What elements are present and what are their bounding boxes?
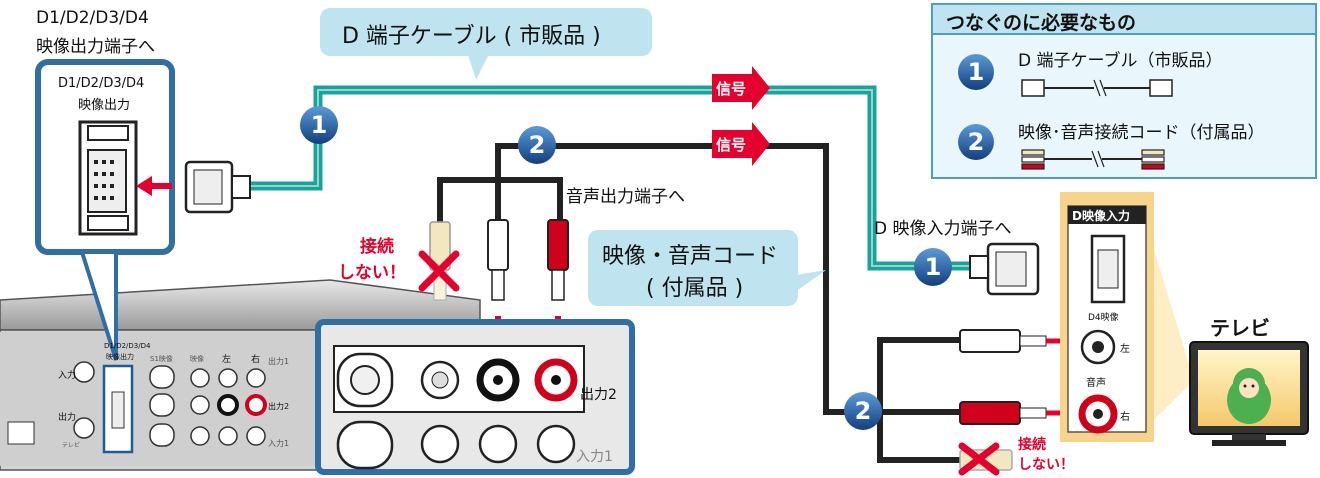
callout-tail <box>466 48 492 80</box>
rec-right: 右 <box>251 355 261 365</box>
tv-panel-audio-label: 音声 <box>1086 378 1106 389</box>
callout-tail-2 <box>790 270 826 290</box>
recorder <box>0 279 481 471</box>
step-1-badge: 1 <box>300 106 338 144</box>
recorder-port-label-2: 映像出力端子へ <box>36 37 155 57</box>
recorder-inset <box>35 59 175 361</box>
rec-output2: 出力2 <box>268 402 290 411</box>
needed-item-2-num: 2 <box>967 128 985 156</box>
needed-item-1-num: 1 <box>967 58 985 86</box>
tv-panel-header: D映像入力 <box>1072 209 1130 223</box>
tv-panel-d4-label: D4映像 <box>1088 313 1119 323</box>
needed-box-drawings <box>931 3 1317 179</box>
no-connect-label-tv-2: しない！ <box>1018 457 1074 473</box>
av-cord-callout-line1: 映像・音声コード <box>602 244 779 269</box>
needed-title: つなぐのに必要なもの <box>946 12 1137 34</box>
tv-icon <box>1189 341 1309 446</box>
rec-d-label-2: 映像出力 <box>106 353 134 361</box>
tv-panel-left: 左 <box>1120 344 1130 355</box>
signal-label-1: 信号 <box>716 80 747 98</box>
needed-item-1-badge: 1 <box>958 54 994 90</box>
tv-panel-right: 右 <box>1120 412 1130 423</box>
d-terminal-cable <box>184 66 1040 296</box>
inset-port-label-2: 映像出力 <box>78 98 131 113</box>
audio-out-label: 音声出力端子へ <box>566 187 685 207</box>
step-1-number: 1 <box>310 111 328 139</box>
step-1-badge-tv: 1 <box>914 248 952 286</box>
step-2-badge-tv: 2 <box>844 392 882 430</box>
d-in-label: D 映像入力端子へ <box>874 219 1012 239</box>
step-2-badge: 2 <box>518 126 556 164</box>
needed-item-1-text: D 端子ケーブル（市販品） <box>1018 51 1223 71</box>
panel-output2-label: 出力2 <box>580 387 617 403</box>
no-connect-label-2: しない！ <box>338 263 406 283</box>
inset-port-label-1: D1/D2/D3/D4 <box>58 76 145 91</box>
rec-d-label-1: D1/D2/D3/D4 <box>104 342 151 350</box>
recorder-port-label-1: D1/D2/D3/D4 <box>36 8 149 28</box>
panel-input1-label: 入力1 <box>576 449 613 465</box>
no-connect-label-1: 接続 <box>360 237 394 257</box>
needed-item-2-text: 映像･音声接続コード（付属品） <box>1018 123 1265 143</box>
rec-input1: 入力1 <box>268 439 290 448</box>
step-2-number-tv: 2 <box>854 397 872 425</box>
no-connect-cross-icon <box>418 250 460 292</box>
tv-input-panel <box>1060 192 1194 442</box>
tv-label: テレビ <box>1210 316 1270 340</box>
rec-input: 入力 <box>58 371 77 381</box>
no-connect-cross-icon-tv <box>958 442 1000 476</box>
rec-output1: 出力1 <box>268 357 290 366</box>
rec-output: 出力 <box>58 413 77 423</box>
rec-s-video: S1映像 <box>150 355 173 363</box>
rec-video: 映像 <box>190 355 204 363</box>
rec-tv: テレビ <box>62 442 81 449</box>
d-cable-callout: D 端子ケーブル ( 市販品 ) <box>320 8 652 56</box>
step-1-number-tv: 1 <box>924 253 942 281</box>
needed-item-2-badge: 2 <box>958 124 994 160</box>
signal-label-2: 信号 <box>716 136 747 154</box>
av-cord-callout: 映像・音声コード ( 付属品 ) <box>588 230 798 306</box>
av-cord-callout-line2: ( 付属品 ) <box>646 276 744 301</box>
step-2-number: 2 <box>528 131 546 159</box>
recorder-jack-panel <box>315 319 635 475</box>
rec-left: 左 <box>222 355 232 365</box>
d-cable-callout-text: D 端子ケーブル ( 市販品 ) <box>342 24 601 49</box>
no-connect-label-tv-1: 接続 <box>1018 437 1046 453</box>
